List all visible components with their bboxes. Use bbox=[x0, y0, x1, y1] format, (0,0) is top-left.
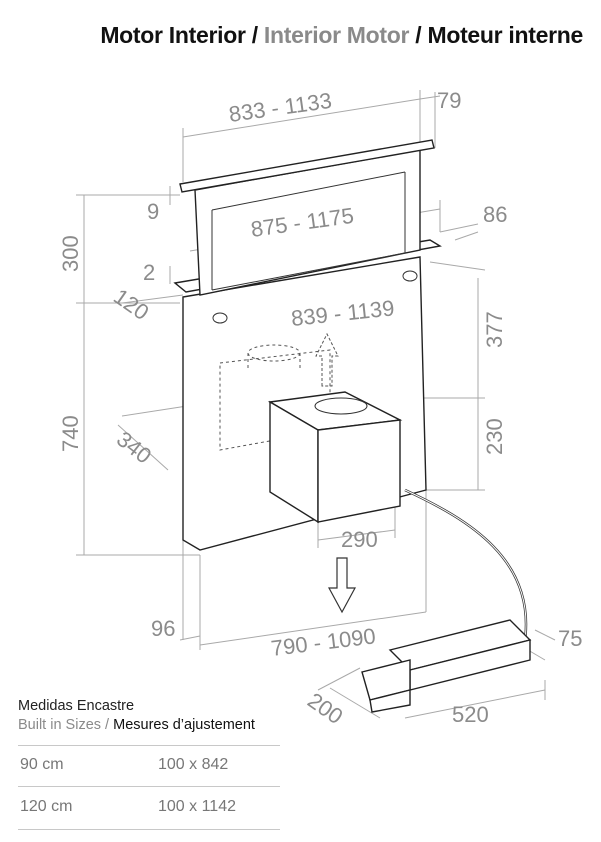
dim-bottom-width: 790 - 1090 bbox=[270, 623, 377, 661]
downdraft-hood bbox=[173, 139, 532, 713]
table-subheading-french: Mesures d’ajustement bbox=[113, 717, 255, 733]
dim-remote-width: 520 bbox=[452, 702, 489, 727]
page-title: Motor Interior / Interior Motor / Moteur… bbox=[100, 22, 583, 49]
dim-lid-gap: 9 bbox=[147, 199, 159, 224]
row-size: 120 cm bbox=[20, 798, 73, 815]
dim-side-depth: 86 bbox=[483, 202, 507, 227]
table-row: 90 cm 100 x 842 bbox=[18, 746, 280, 786]
dim-ledge: 2 bbox=[143, 260, 155, 285]
dim-bottom-left: 96 bbox=[151, 616, 175, 641]
row-value: 100 x 1142 bbox=[158, 798, 236, 815]
dim-front-depth: 120 bbox=[109, 284, 153, 326]
title-french: Moteur interne bbox=[427, 22, 583, 48]
dim-motor-width: 290 bbox=[341, 527, 378, 552]
title-spanish: Motor Interior bbox=[100, 22, 246, 48]
dim-right-upper: 377 bbox=[482, 311, 507, 348]
built-in-sizes-table: Medidas Encastre Built in Sizes / Mesure… bbox=[18, 698, 280, 733]
table-divider bbox=[18, 829, 280, 830]
dim-height-lower: 740 bbox=[58, 415, 83, 452]
dim-top-right: 79 bbox=[437, 88, 461, 113]
dim-remote-height: 75 bbox=[558, 626, 582, 651]
table-row: 120 cm 100 x 1142 bbox=[18, 788, 280, 828]
row-value: 100 x 842 bbox=[158, 756, 229, 773]
dim-right-lower: 230 bbox=[482, 418, 507, 455]
dimension-lines bbox=[76, 90, 556, 719]
title-english: Interior Motor bbox=[263, 22, 410, 48]
table-subheading-english: Built in Sizes / bbox=[18, 717, 110, 733]
dim-remote-depth: 200 bbox=[303, 688, 347, 730]
title-separator-1: / bbox=[251, 22, 258, 48]
table-subheading: Built in Sizes / Mesures d’ajustement bbox=[18, 717, 280, 733]
dim-height-upper: 300 bbox=[58, 235, 83, 272]
table-heading: Medidas Encastre bbox=[18, 698, 135, 714]
dim-motor-depth: 340 bbox=[112, 426, 156, 468]
table-divider bbox=[18, 745, 280, 746]
title-separator-2: / bbox=[415, 22, 422, 48]
row-size: 90 cm bbox=[20, 756, 64, 773]
table-divider bbox=[18, 786, 280, 787]
